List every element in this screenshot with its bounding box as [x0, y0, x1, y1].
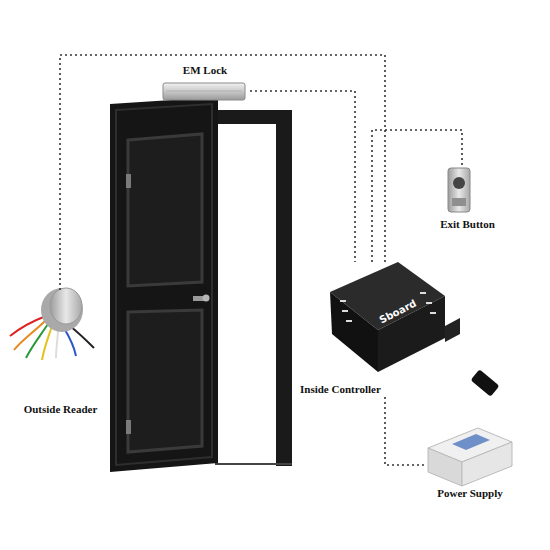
device-label: EM Lock — [160, 63, 250, 77]
controller-marking — [340, 300, 346, 302]
controller-marking — [430, 312, 436, 314]
reader-body — [41, 288, 83, 332]
exit-button-knob — [453, 177, 465, 189]
controller-front — [378, 296, 445, 372]
door-hinge — [126, 174, 131, 188]
em-lock-device — [163, 83, 245, 100]
power-supply-sticker — [452, 434, 490, 450]
controller-tab — [445, 318, 460, 342]
controller-side — [330, 292, 378, 372]
door-leaf — [110, 97, 218, 472]
door-handle-knob — [203, 295, 210, 302]
exit-button-plate — [448, 168, 470, 212]
door-bevel — [116, 104, 212, 465]
door-panel — [128, 310, 202, 452]
device-node: EM Lock — [160, 62, 250, 102]
controller-marking — [346, 320, 352, 322]
reader-wire — [56, 328, 58, 358]
device-label: Inside Controller — [300, 382, 390, 396]
door-hinge — [126, 420, 131, 434]
reader-face — [50, 288, 82, 324]
reader-wire — [70, 326, 94, 348]
door-frame-post — [276, 110, 292, 466]
power-supply-front — [462, 442, 512, 486]
door-panel — [128, 134, 202, 286]
device-node: Power Supply — [425, 425, 520, 500]
device-node: Outside Reader — [8, 290, 113, 418]
device-label: Power Supply — [425, 486, 515, 500]
door-threshold — [215, 463, 292, 465]
wire-connector — [60, 55, 385, 290]
wire-connector — [250, 91, 355, 262]
controller-marking — [426, 302, 432, 304]
controller-marking — [420, 292, 426, 294]
device-label: Exit Button — [425, 217, 510, 231]
reader-wire — [64, 328, 76, 356]
wire-connector — [372, 130, 462, 262]
device-label: Outside Reader — [8, 402, 113, 416]
reader-wire — [42, 326, 52, 360]
em-lock-seam — [166, 91, 242, 92]
exit-button-tag — [452, 198, 466, 206]
controller-marking — [342, 310, 348, 312]
power-supply-side — [428, 448, 462, 486]
device-node: Exit Button — [425, 165, 510, 233]
wire-connector — [385, 397, 425, 465]
reader-wire — [26, 324, 48, 358]
remote-control — [471, 369, 500, 396]
device-node: Inside Controller — [300, 262, 445, 397]
